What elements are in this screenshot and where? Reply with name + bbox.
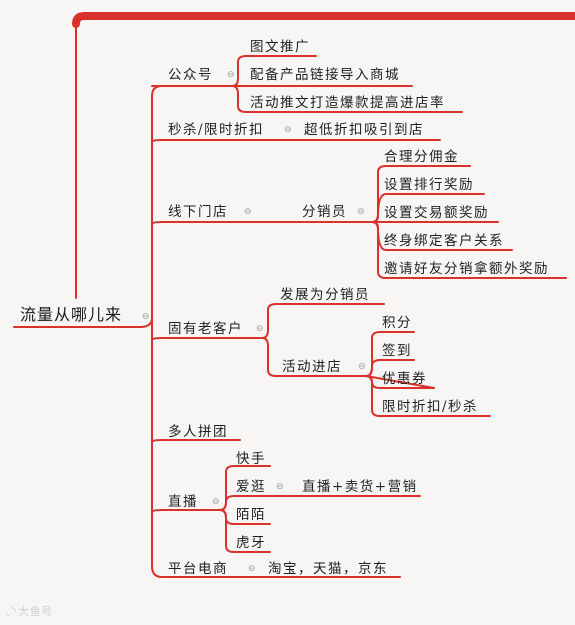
collapse-toggle-icon[interactable]: ⊖ — [248, 564, 256, 574]
collapse-toggle-icon[interactable]: ⊖ — [212, 497, 220, 507]
root-topic[interactable]: 流量从哪儿来 — [20, 305, 123, 324]
collapse-toggle-icon[interactable]: ⊖ — [142, 312, 150, 322]
leaf-node[interactable]: 活动推文打造爆款提高进店率 — [250, 95, 445, 111]
sub-node-fenxiaoyuan[interactable]: 分销员 — [302, 204, 347, 220]
leaf-node[interactable]: 积分 — [382, 315, 412, 331]
collapse-toggle-icon[interactable]: ⊖ — [227, 70, 235, 80]
leaf-node[interactable]: 淘宝，天猫，京东 — [268, 561, 388, 577]
leaf-node[interactable]: 邀请好友分销拿额外奖励 — [384, 261, 549, 277]
branch-zhibo[interactable]: 直播 — [168, 494, 198, 510]
branch-duoren-pintuan[interactable]: 多人拼团 — [168, 424, 228, 440]
collapse-toggle-icon[interactable]: ⊖ — [284, 125, 292, 135]
leaf-node[interactable]: 图文推广 — [250, 39, 310, 55]
leaf-node[interactable]: 发展为分销员 — [280, 287, 370, 303]
watermark-logo-icon: ◟◝ — [6, 604, 17, 618]
leaf-node[interactable]: 配备产品链接导入商城 — [250, 67, 400, 83]
leaf-node[interactable]: 直播+卖货+营销 — [302, 479, 418, 495]
leaf-node[interactable]: 超低折扣吸引到店 — [304, 122, 424, 138]
leaf-node[interactable]: 设置排行奖励 — [384, 177, 474, 193]
branch-gongzhonghao[interactable]: 公众号 — [168, 67, 213, 83]
leaf-node[interactable]: 爱逛 — [236, 479, 266, 495]
collapse-toggle-icon[interactable]: ⊖ — [244, 207, 252, 217]
collapse-toggle-icon[interactable]: ⊖ — [256, 324, 264, 334]
leaf-node[interactable]: 优惠券 — [382, 371, 427, 387]
branch-miaosha[interactable]: 秒杀/限时折扣 — [168, 122, 265, 138]
branch-xianxia-mendian[interactable]: 线下门店 — [168, 204, 228, 220]
watermark: ◟◝大鱼号 — [6, 604, 53, 618]
branch-guyou-laokehu[interactable]: 固有老客户 — [168, 321, 243, 337]
leaf-node[interactable]: 设置交易额奖励 — [384, 205, 489, 221]
leaf-node[interactable]: 合理分佣金 — [384, 149, 459, 165]
leaf-node[interactable]: 签到 — [382, 343, 412, 359]
leaf-node[interactable]: 快手 — [236, 451, 266, 467]
sub-node-huodong-jindian[interactable]: 活动进店 — [282, 359, 342, 375]
leaf-node[interactable]: 限时折扣/秒杀 — [382, 399, 479, 415]
collapse-toggle-icon[interactable]: ⊖ — [357, 207, 365, 217]
collapse-toggle-icon[interactable]: ⊖ — [276, 482, 284, 492]
leaf-node[interactable]: 陌陌 — [236, 507, 266, 523]
collapse-toggle-icon[interactable]: ⊖ — [358, 362, 366, 372]
leaf-node[interactable]: 终身绑定客户关系 — [384, 233, 504, 249]
leaf-node[interactable]: 虎牙 — [236, 535, 266, 551]
branch-pingtai-dianshang[interactable]: 平台电商 — [168, 561, 228, 577]
